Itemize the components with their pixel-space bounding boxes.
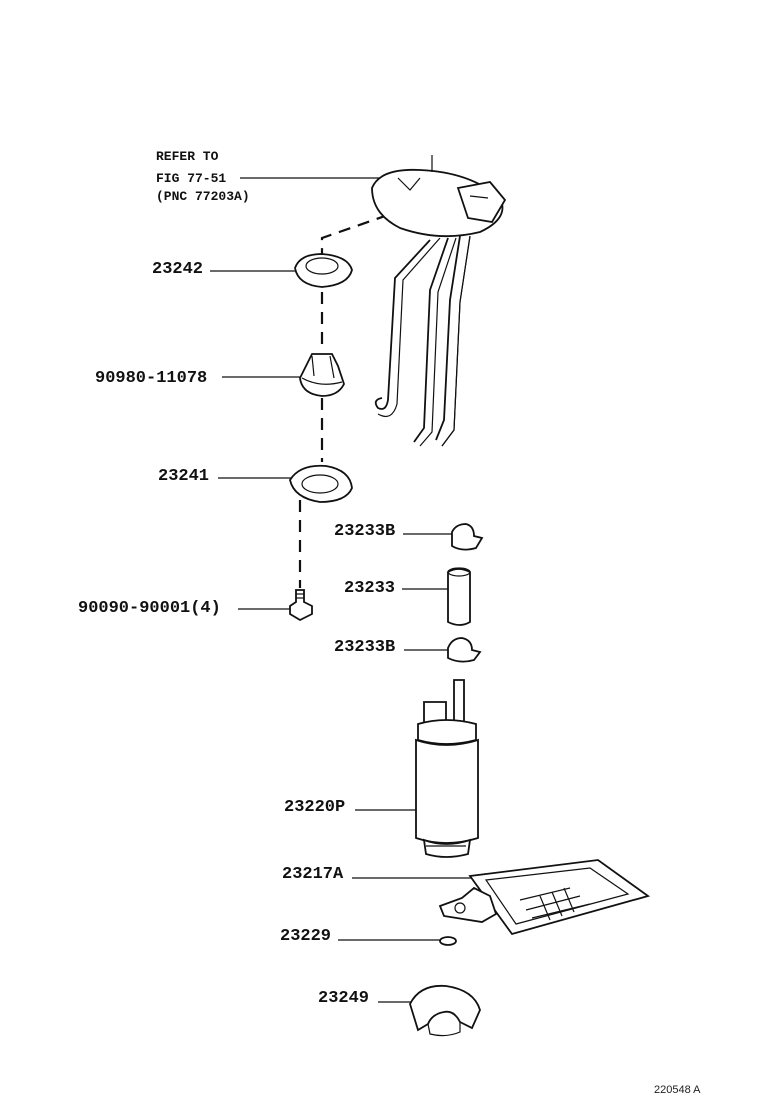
reference-note-line-1: REFER TO — [156, 149, 219, 164]
part-label-90980-11078[interactable]: 90980-11078 — [95, 369, 208, 388]
part-23249-clip — [409, 984, 481, 1037]
fuel-sender-bracket — [371, 155, 507, 447]
part-23217A-fuel-filter — [438, 859, 651, 936]
part-23220P-fuel-pump — [415, 679, 479, 858]
part-90090-90001-screw — [289, 589, 313, 622]
part-23241-gasket — [289, 464, 353, 503]
part-label-23233B-top[interactable]: 23233B — [334, 522, 396, 541]
part-label-23249[interactable]: 23249 — [318, 989, 370, 1008]
part-label-23241[interactable]: 23241 — [158, 467, 210, 486]
part-label-23233B-bottom[interactable]: 23233B — [334, 638, 396, 657]
figure-code: 220548 A — [654, 1084, 701, 1096]
leader-lines — [210, 177, 472, 1003]
reference-note-line-3: (PNC 77203A) — [156, 189, 250, 204]
part-label-23220P[interactable]: 23220P — [284, 798, 346, 817]
part-23233B-clamp-bottom — [447, 637, 482, 663]
part-23233B-clamp-top — [451, 523, 484, 551]
part-90980-11078-grommet — [299, 353, 345, 397]
part-label-23229[interactable]: 23229 — [280, 927, 332, 946]
part-label-23242[interactable]: 23242 — [152, 260, 204, 279]
part-label-90090-90001[interactable]: 90090-90001(4) — [78, 599, 221, 618]
part-23242-cap — [294, 253, 353, 288]
part-label-23217A[interactable]: 23217A — [282, 865, 344, 884]
part-label-23233[interactable]: 23233 — [344, 579, 396, 598]
part-23229-washer — [439, 936, 457, 946]
reference-note-line-2: FIG 77-51 — [156, 171, 227, 186]
part-23233-hose — [447, 567, 471, 626]
